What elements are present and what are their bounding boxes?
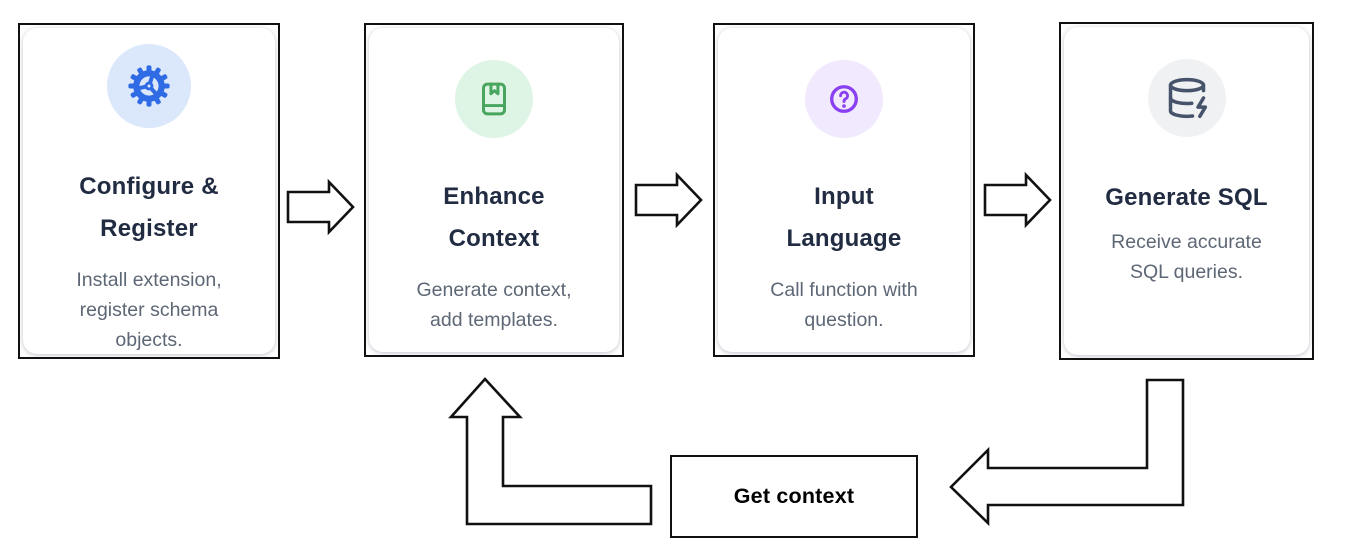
step-card-inner: Configure & Register Install extension, … <box>23 28 275 354</box>
step-icon-circle <box>805 60 883 138</box>
step-title: Generate SQL <box>1105 184 1268 211</box>
get-context-label: Get context <box>733 484 855 508</box>
step-title: Enhance Context <box>443 183 545 252</box>
database-zap-icon <box>1168 77 1207 119</box>
step-title: Configure & Register <box>79 173 219 242</box>
flow-arrow-3 <box>983 171 1052 229</box>
question-circle-icon <box>830 85 858 113</box>
feedback-left-elbow-arrow <box>949 378 1185 527</box>
step-card-enhance-context: Enhance Context Generate context, add te… <box>364 23 624 357</box>
step-card-generate-sql: Generate SQL Receive accurate SQL querie… <box>1059 22 1314 360</box>
feedback-up-elbow-arrow <box>448 377 653 526</box>
step-icon-circle <box>107 44 191 128</box>
step-card-inner: Generate SQL Receive accurate SQL querie… <box>1064 27 1309 355</box>
step-icon-circle <box>455 60 533 138</box>
step-description: Receive accurate SQL queries. <box>1111 231 1262 283</box>
get-context-box: Get context <box>670 455 918 538</box>
step-card-input-language: Input Language Call function with questi… <box>713 23 975 357</box>
step-title: Input Language <box>786 183 902 252</box>
step-card-inner: Input Language Call function with questi… <box>718 28 970 352</box>
book-bookmark-icon <box>482 82 506 116</box>
step-description: Call function with question. <box>770 279 918 331</box>
step-icon-circle <box>1147 59 1226 137</box>
gear-icon <box>128 65 170 107</box>
step-card-configure-register: Configure & Register Install extension, … <box>18 23 280 359</box>
flow-arrow-2 <box>634 171 703 229</box>
step-card-inner: Enhance Context Generate context, add te… <box>369 28 619 352</box>
step-description: Install extension, register schema objec… <box>76 269 222 351</box>
flow-arrow-1 <box>286 178 355 236</box>
step-description: Generate context, add templates. <box>416 279 572 331</box>
